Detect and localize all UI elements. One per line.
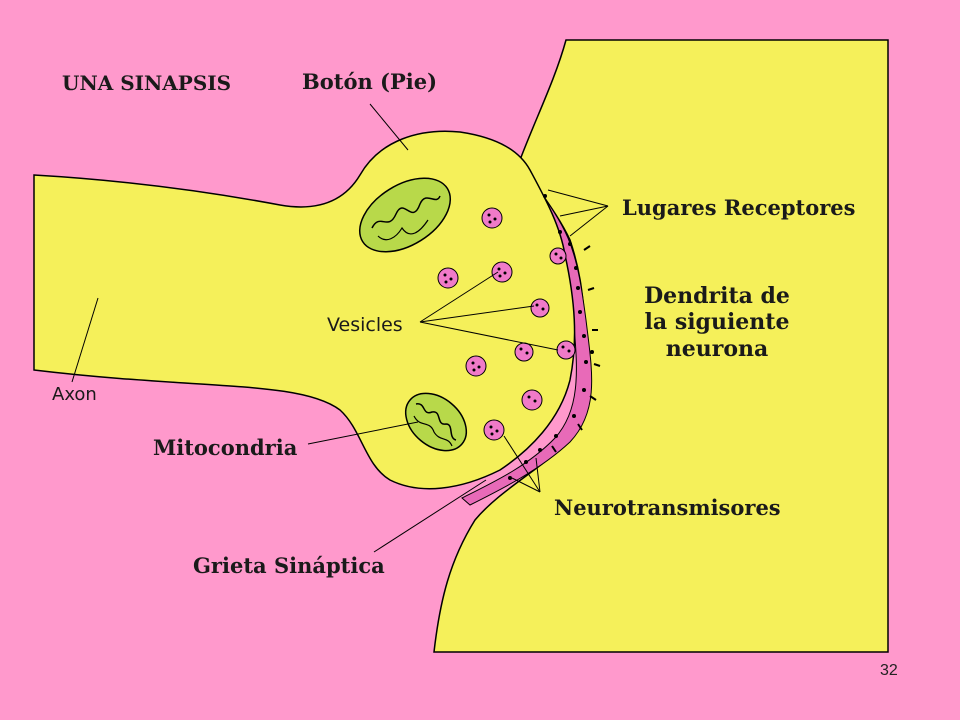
label-grieta-sinaptica: Grieta Sináptica	[193, 553, 385, 578]
page-number: 32	[880, 662, 898, 679]
vesicles	[437, 207, 576, 441]
vesicle	[491, 261, 513, 283]
label-neurotransmisores: Neurotransmisores	[554, 495, 781, 520]
vesicle	[556, 340, 576, 360]
label-dendrita-line1: Dendrita de	[644, 283, 790, 309]
label-dendrita: Dendrita de la siguiente neurona	[642, 283, 792, 362]
leader-lines	[71, 103, 609, 553]
vesicle	[521, 389, 543, 411]
vesicle	[549, 247, 567, 265]
label-dendrita-line3: neurona	[665, 335, 769, 362]
neurotransmitter-dots	[508, 194, 594, 480]
vesicle	[483, 419, 505, 441]
vesicle	[437, 267, 459, 289]
mitochondrion-lower	[404, 392, 468, 452]
vesicle-dots	[443, 213, 571, 436]
mitochondrion-upper	[358, 177, 452, 253]
vesicle	[530, 298, 550, 318]
label-axon: Axon	[52, 384, 97, 405]
label-boton: Botón (Pie)	[302, 69, 438, 94]
label-lugares-receptores: Lugares Receptores	[622, 195, 856, 220]
diagram-title: UNA SINAPSIS	[62, 71, 232, 95]
label-dendrita-line2: la siguiente	[644, 309, 790, 336]
label-vesicles: Vesicles	[327, 314, 403, 336]
receptor-sites	[551, 245, 601, 453]
vesicle	[465, 355, 487, 377]
vesicle	[481, 207, 503, 229]
label-mitocondria: Mitocondria	[153, 435, 298, 460]
vesicle	[514, 342, 534, 362]
